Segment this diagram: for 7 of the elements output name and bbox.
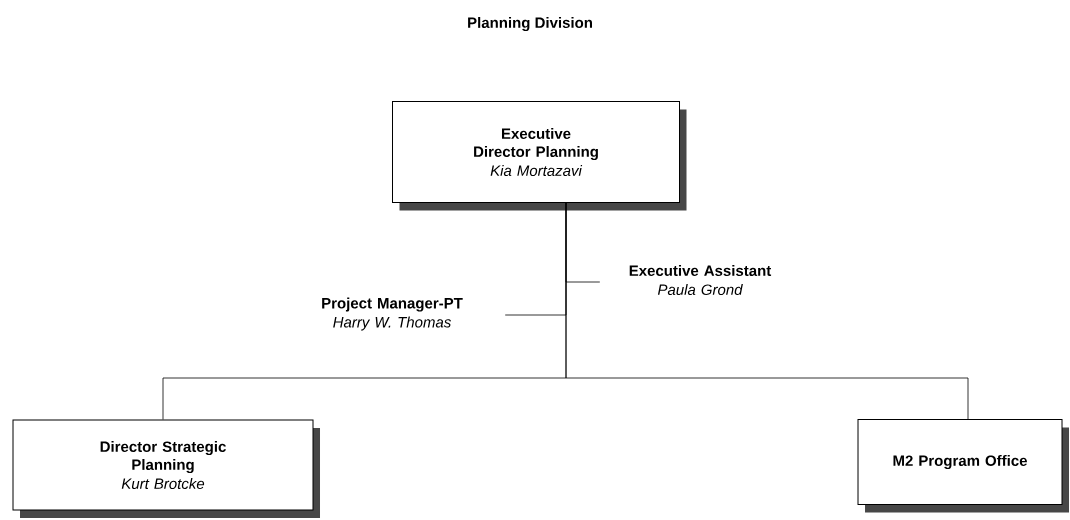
position-box: Director Strategic Planning Kurt Brotcke (12, 419, 320, 518)
position-label: Project Manager-PT Harry W. Thomas (322, 297, 463, 331)
position-box: M2 Program Office (857, 419, 1069, 513)
position-box: Executive Director Planning Kia Mortazavi (392, 101, 687, 211)
title: Planning Division (468, 17, 592, 32)
connector (565, 202, 969, 420)
position-label: Executive Assistant Paula Grond (629, 265, 772, 295)
